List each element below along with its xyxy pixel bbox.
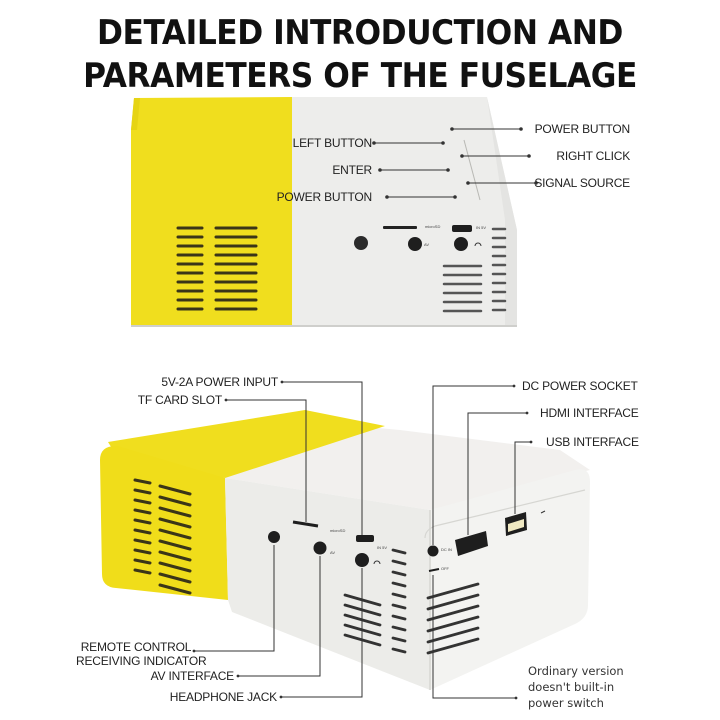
power-switch-note: Ordinary version doesn't built-in power … bbox=[528, 663, 624, 711]
top-yellow-vents bbox=[176, 226, 258, 311]
top-power-input bbox=[452, 225, 472, 232]
top-remote-sensor bbox=[354, 236, 368, 250]
label-usb-interface: USB INTERFACE bbox=[546, 435, 639, 449]
bottom-remote-sensor bbox=[268, 531, 280, 543]
bottom-in5v-mark: IN 5V bbox=[377, 545, 388, 550]
label-tf-card-slot: TF CARD SLOT bbox=[137, 393, 222, 407]
label-power-input: 5V-2A POWER INPUT bbox=[161, 375, 278, 389]
bottom-microsd-mark: microSD bbox=[330, 528, 346, 533]
dc-power-socket bbox=[427, 545, 439, 557]
off-mark: OFF bbox=[441, 566, 449, 571]
label-av-interface: AV INTERFACE bbox=[150, 669, 235, 683]
label-hdmi-interface: HDMI INTERFACE bbox=[540, 406, 639, 420]
bottom-white-side bbox=[430, 469, 590, 690]
top-av-jack bbox=[408, 237, 422, 251]
bottom-av-mark: AV bbox=[330, 550, 336, 555]
label-left-button: LEFT BUTTON bbox=[292, 136, 373, 150]
top-projector bbox=[131, 97, 538, 327]
bottom-av-jack bbox=[313, 541, 327, 555]
note-line-2: doesn't built-in bbox=[528, 680, 615, 694]
label-right-click: RIGHT CLICK bbox=[556, 149, 630, 163]
title-line-2: PARAMETERS OF THE FUSELAGE bbox=[83, 56, 637, 96]
dcin-mark: DC IN bbox=[441, 547, 452, 552]
top-microsd-mark: microSD bbox=[425, 224, 441, 229]
top-in5v-mark: IN 5V bbox=[476, 225, 487, 230]
bottom-projector bbox=[100, 380, 590, 700]
page-title: DETAILED INTRODUCTION AND PARAMETERS OF … bbox=[29, 12, 691, 98]
top-headphone-jack bbox=[454, 237, 468, 251]
label-remote-indicator-line2: RECEIVING INDICATOR bbox=[76, 654, 207, 668]
label-power-button-right: POWER BUTTON bbox=[534, 122, 631, 136]
label-headphone-jack: HEADPHONE JACK bbox=[169, 690, 277, 704]
bottom-headphone-jack bbox=[355, 553, 369, 567]
note-line-3: power switch bbox=[528, 696, 604, 710]
top-yellow-shell bbox=[131, 97, 292, 326]
label-dc-power-socket: DC POWER SOCKET bbox=[522, 379, 638, 393]
title-line-1: DETAILED INTRODUCTION AND bbox=[97, 13, 623, 53]
bottom-yellow-shell bbox=[100, 445, 228, 600]
top-tf-slot bbox=[383, 226, 417, 229]
bottom-white-front bbox=[225, 478, 430, 690]
label-remote-indicator-line1: REMOTE CONTROL bbox=[80, 640, 192, 654]
top-av-mark: AV bbox=[424, 242, 430, 247]
top-white-shell bbox=[292, 97, 517, 326]
bottom-power-input bbox=[356, 535, 374, 542]
label-power-button-left: POWER BUTTON bbox=[276, 190, 373, 204]
label-enter: ENTER bbox=[332, 163, 372, 177]
note-line-1: Ordinary version bbox=[528, 664, 624, 678]
hdmi-port bbox=[455, 531, 488, 556]
label-signal-source: SIGNAL SOURCE bbox=[534, 176, 630, 190]
label-remote-indicator: REMOTE CONTROL RECEIVING INDICATOR bbox=[76, 640, 207, 668]
